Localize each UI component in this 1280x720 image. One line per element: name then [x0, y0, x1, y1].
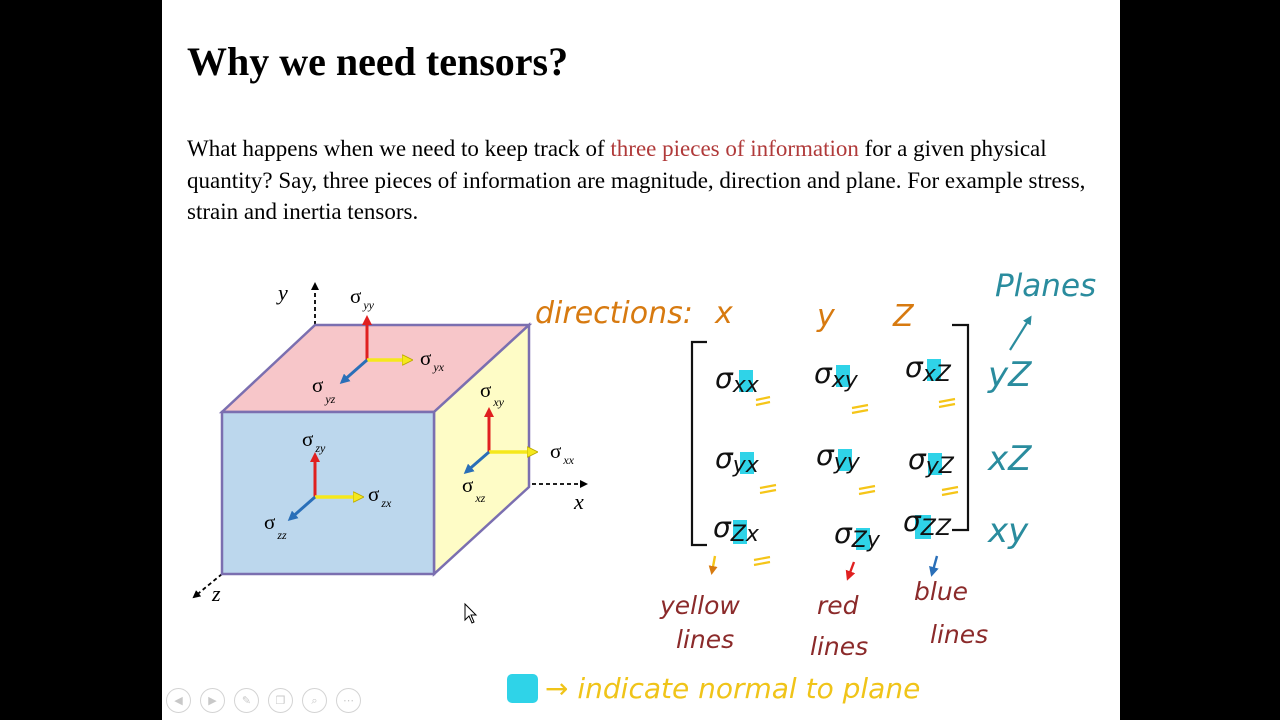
- matrix-entry-r1c2: σyZ: [908, 443, 955, 479]
- note-blue-line2: lines: [930, 620, 988, 649]
- intro-text-start: What happens when we need to keep track …: [187, 136, 611, 161]
- note-red-line1: red: [817, 591, 859, 620]
- matrix-right-bracket: [952, 323, 970, 532]
- zoom-icon[interactable]: ⌕: [302, 688, 327, 713]
- directions-label: directions:: [535, 296, 693, 331]
- back-icon[interactable]: ◀: [166, 688, 191, 713]
- direction-y: y: [816, 299, 836, 334]
- z-axis-label: z: [211, 581, 221, 606]
- pen-icon[interactable]: ✎: [234, 688, 259, 713]
- x-axis-label: x: [573, 489, 584, 514]
- matrix-entry-r0c0: σxx: [715, 362, 760, 398]
- sigma-zz-label: σzz: [264, 510, 287, 542]
- matrix-entry-r0c2: σxZ: [905, 351, 952, 387]
- plane-yz: yZ: [987, 355, 1032, 395]
- highlight-r1c1: [838, 449, 852, 471]
- sigma-yz-arrow: [339, 358, 368, 384]
- plane-xy: xy: [987, 511, 1029, 551]
- highlight-r0c2: [927, 359, 941, 381]
- sigma-zz-arrow: [287, 495, 316, 521]
- mouse-cursor-icon: [464, 602, 478, 624]
- matrix-entry-r2c2: σZZ: [903, 505, 952, 541]
- y-axis-label: y: [276, 280, 288, 305]
- forward-icon[interactable]: ▶: [200, 688, 225, 713]
- highlight-r1c2: [928, 453, 942, 475]
- highlight-r0c1: [836, 365, 850, 387]
- intro-text-end: for a given physical quantity? Say, thre…: [187, 136, 1086, 224]
- note-yellow-line2: lines: [676, 625, 734, 654]
- legend-swatch: [507, 674, 538, 703]
- sigma-xz-label: σxz: [462, 473, 486, 505]
- matrix-entry-r2c1: σZy: [834, 517, 881, 553]
- slide: Why we need tensors? What happens when w…: [162, 0, 1120, 720]
- blue-lines-arrow: [929, 555, 939, 577]
- highlight-r0c0: [739, 370, 753, 392]
- more-icon[interactable]: ⋯: [336, 688, 361, 713]
- copy-icon[interactable]: ❐: [268, 688, 293, 713]
- matrix-entry-r1c0: σyx: [715, 442, 760, 478]
- highlight-r1c0: [740, 452, 754, 474]
- direction-x: x: [714, 296, 733, 331]
- note-blue-line1: blue: [914, 577, 968, 606]
- intro-highlight: three pieces of information: [610, 136, 859, 161]
- note-yellow-line1: yellow: [659, 591, 740, 620]
- matrix-entry-r2c0: σZx: [713, 511, 760, 547]
- direction-z: Z: [892, 299, 915, 334]
- presentation-toolbar: ◀ ▶ ✎ ❐ ⌕ ⋯: [166, 688, 361, 713]
- matrix-left-bracket: [690, 340, 707, 547]
- highlight-r2c1: [856, 528, 870, 550]
- cube-front-face: [220, 410, 436, 576]
- legend-text: → indicate normal to plane: [545, 672, 920, 705]
- plane-xz: xZ: [987, 439, 1032, 479]
- highlight-r2c2: [915, 515, 931, 539]
- planes-arrow: [1009, 315, 1032, 351]
- note-red-line2: lines: [810, 632, 868, 661]
- yellow-underlines: [753, 395, 959, 567]
- highlight-r2c0: [733, 520, 747, 544]
- intro-paragraph: What happens when we need to keep track …: [187, 133, 1087, 228]
- yellow-lines-arrow: [708, 555, 718, 575]
- slide-title: Why we need tensors?: [187, 39, 569, 84]
- planes-label: Planes: [995, 268, 1096, 304]
- sigma-yz-label: σyz: [312, 373, 336, 406]
- red-lines-arrow: [845, 561, 856, 581]
- z-axis-arrow: [192, 573, 223, 599]
- sigma-xz-arrow: [463, 450, 490, 474]
- matrix-entry-r1c1: σyy: [816, 439, 861, 475]
- matrix-entry-r0c1: σxy: [814, 357, 859, 393]
